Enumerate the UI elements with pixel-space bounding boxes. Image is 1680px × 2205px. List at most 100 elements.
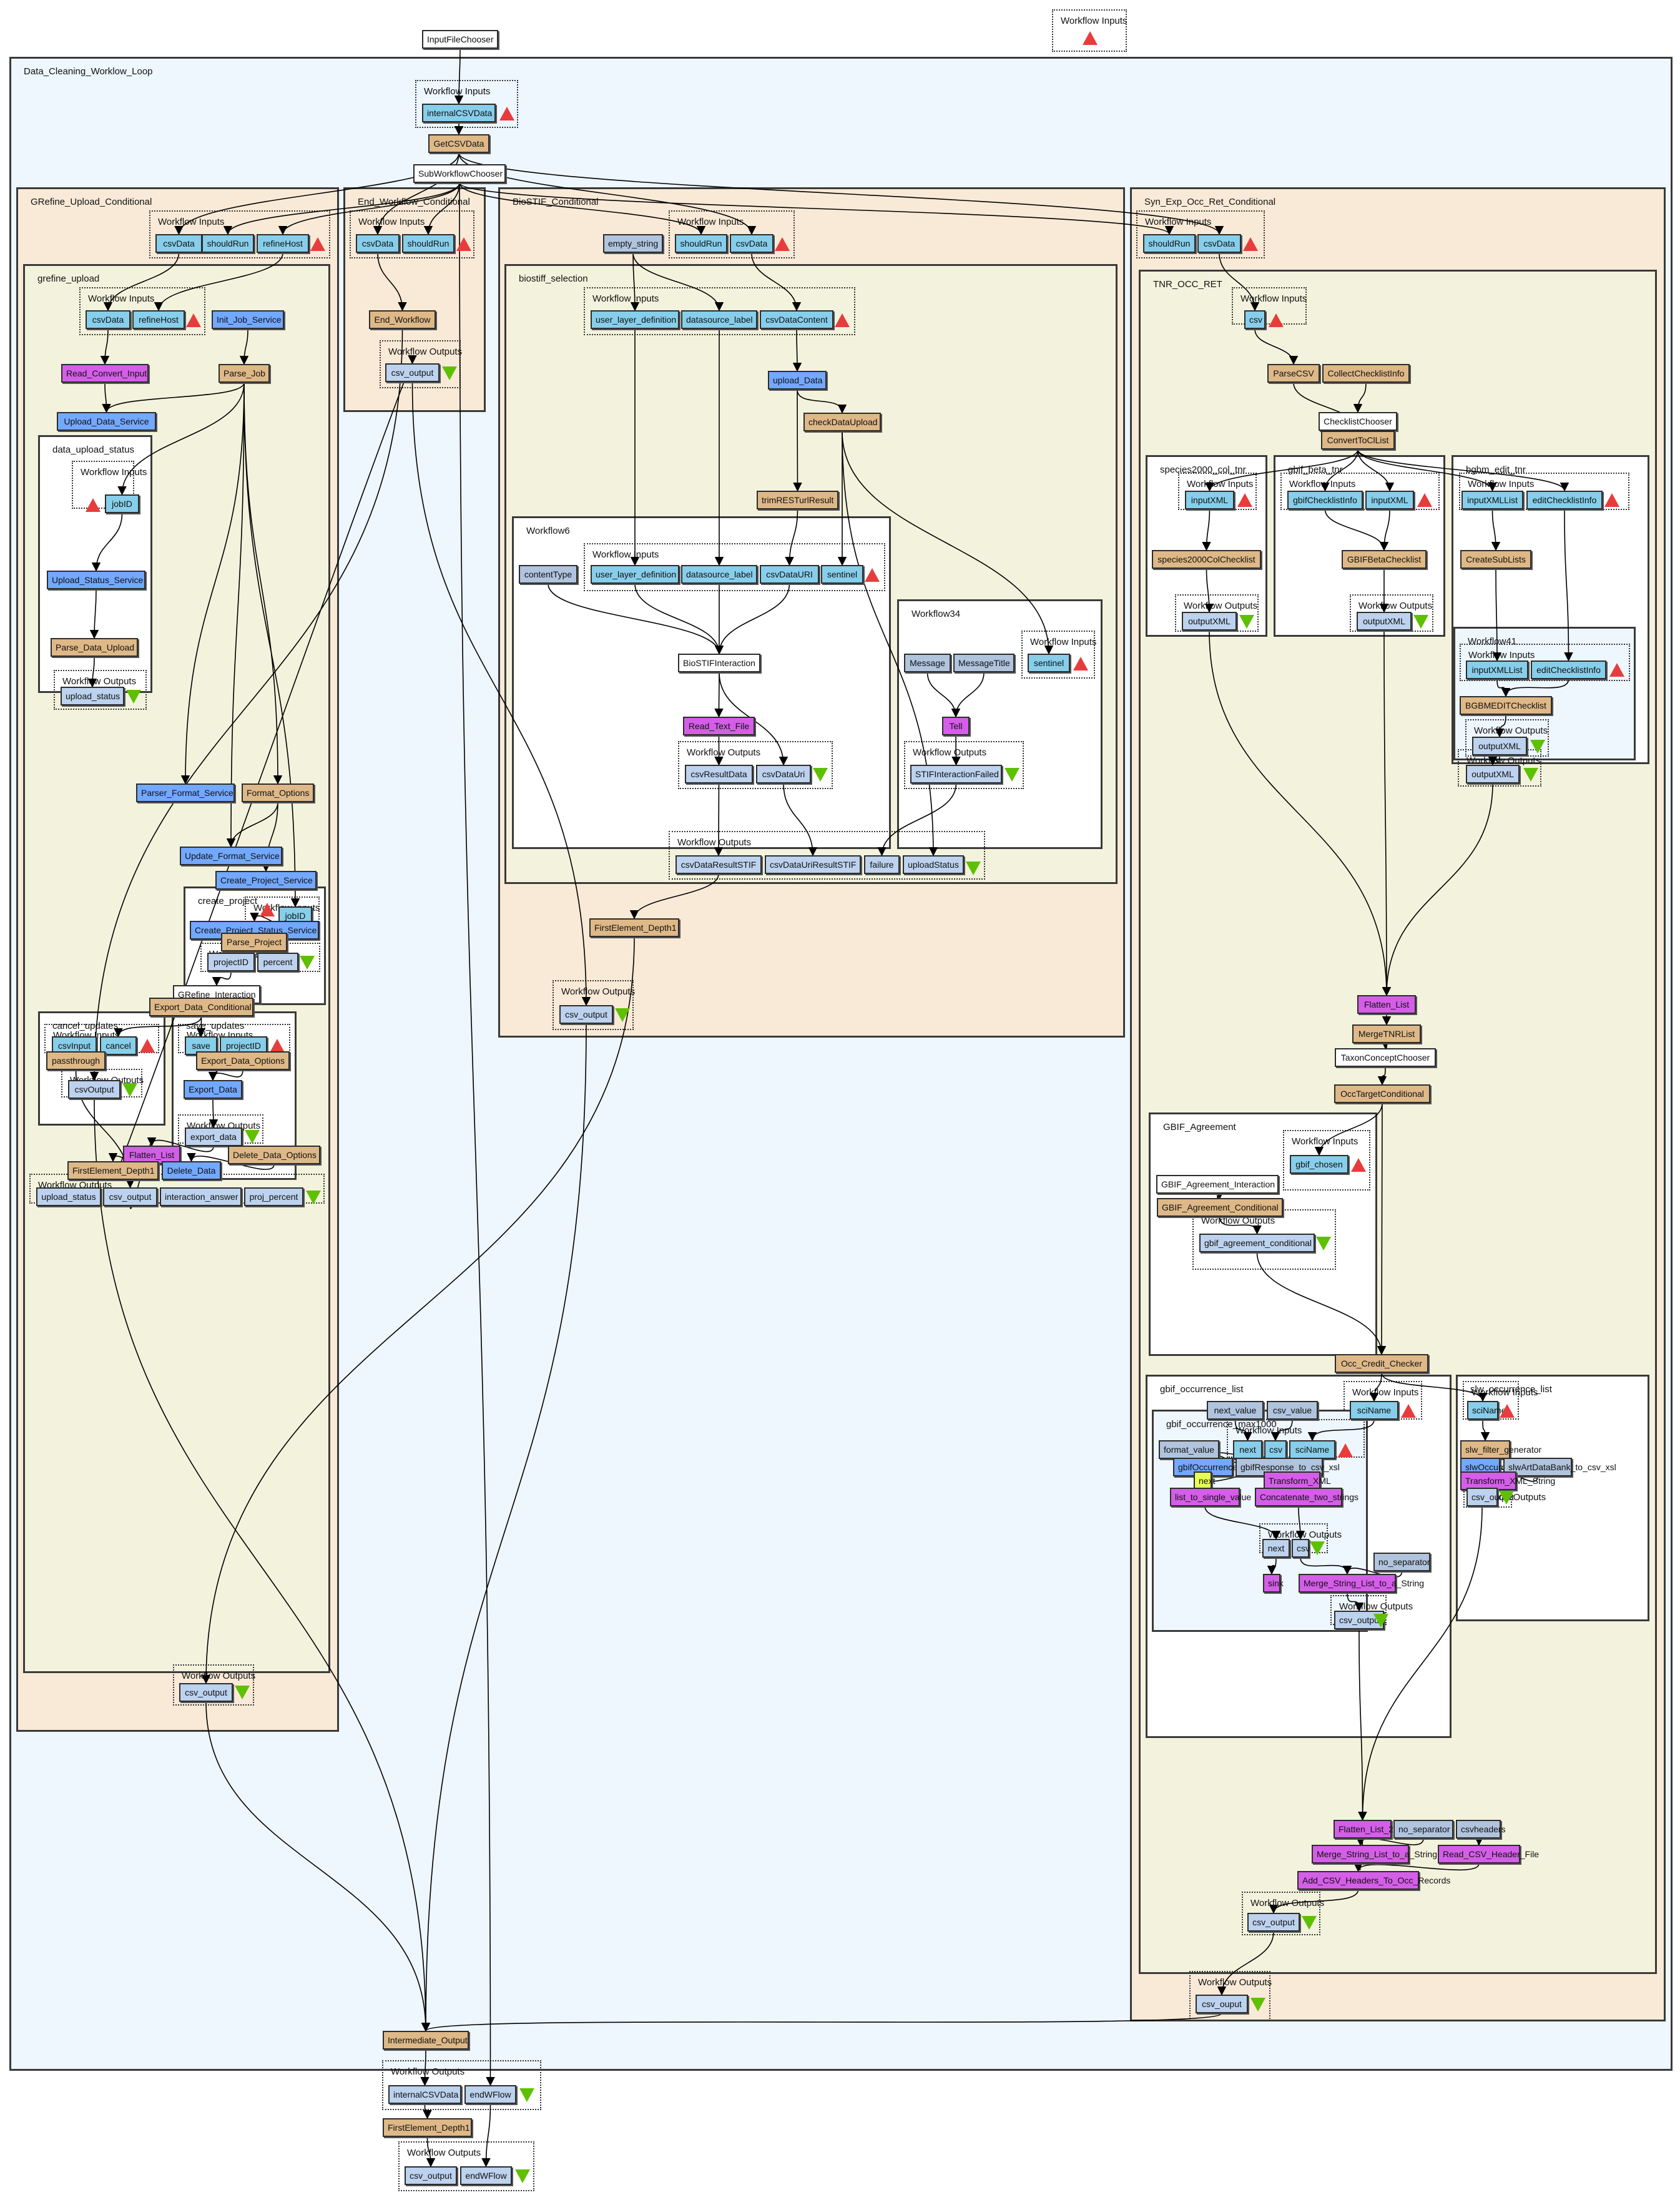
output-csv-ouput[interactable]: csv_ouput <box>1196 1995 1248 2013</box>
input-refine-host[interactable]: refineHost <box>257 234 309 253</box>
output-end-w-flow[interactable]: endWFlow <box>464 2085 516 2104</box>
checklist-chooser[interactable]: ChecklistChooser <box>1319 412 1397 431</box>
read-convert-input[interactable]: Read_Convert_Input <box>61 364 149 383</box>
output-csv-output[interactable]: csv_output <box>385 363 440 382</box>
parser-format-service[interactable]: Parser_Format_Service <box>136 783 235 802</box>
input-csv[interactable]: csv <box>1264 1440 1287 1459</box>
first-element-depth1[interactable]: FirstElement_Depth1 <box>67 1161 159 1180</box>
output-csv-output[interactable]: csv_output <box>559 1005 613 1024</box>
input-csv-data[interactable]: csvData <box>356 234 400 253</box>
input-internal-csv-data[interactable]: internalCSVData <box>422 104 496 122</box>
input-datasource-label[interactable]: datasource_label <box>681 565 757 584</box>
input-job-id[interactable]: jobID <box>105 494 139 513</box>
init-job-service[interactable]: Init_Job_Service <box>212 310 284 329</box>
output-csv-output[interactable]: csv_output <box>1247 1913 1300 1932</box>
output-end-w-flow[interactable]: endWFlow <box>460 2166 512 2185</box>
output-internal-csv-data[interactable]: internalCSVData <box>388 2085 461 2104</box>
output-csv-output[interactable]: csv_output <box>1466 1488 1514 1506</box>
sink[interactable]: sink <box>1263 1574 1284 1593</box>
collect-checklist-info[interactable]: CollectChecklistInfo <box>1322 364 1410 383</box>
message-title[interactable]: MessageTitle <box>953 654 1014 672</box>
create-project-service[interactable]: Create_Project_Service <box>215 871 317 890</box>
output-export-data[interactable]: export_data <box>185 1127 242 1146</box>
input-csv-data[interactable]: csvData <box>86 310 130 329</box>
input-should-run[interactable]: shouldRun <box>675 234 727 253</box>
parse-job[interactable]: Parse_Job <box>219 364 270 383</box>
concatenate-two-strings[interactable]: Concatenate_two_strings <box>1255 1488 1358 1506</box>
export-data-options[interactable]: Export_Data_Options <box>196 1051 290 1070</box>
message[interactable]: Message <box>904 654 951 672</box>
no-separator[interactable]: no_separator <box>1373 1553 1430 1571</box>
input-should-run[interactable]: shouldRun <box>1143 234 1196 253</box>
input-refine-host[interactable]: refineHost <box>132 310 185 329</box>
input-edit-checklist-info[interactable]: editChecklistInfo <box>1531 661 1606 679</box>
first-element-depth1[interactable]: FirstElement_Depth1 <box>383 2118 472 2137</box>
upload-data[interactable]: upload_Data <box>768 371 827 390</box>
read-text-file[interactable]: Read_Text_File <box>683 717 755 735</box>
input-sentinel[interactable]: sentinel <box>821 565 863 584</box>
output-gbif-agreement-conditional[interactable]: gbif_agreement_conditional <box>1199 1234 1315 1252</box>
no-separator[interactable]: no_separator <box>1393 1820 1453 1839</box>
input-sci-name[interactable]: sciName <box>1467 1401 1506 1420</box>
input-csv-data-uri[interactable]: csvDataURI <box>760 565 819 584</box>
input-next[interactable]: next <box>1233 1440 1262 1459</box>
input-csv-data[interactable]: csvData <box>730 234 774 253</box>
gbif-agreement-conditional[interactable]: GBIF_Agreement_Conditional <box>1157 1198 1283 1217</box>
end-workflow[interactable]: End_Workflow <box>369 310 436 329</box>
intermediate-output[interactable]: Intermediate_Output <box>383 2031 469 2050</box>
empty-string[interactable]: empty_string <box>603 234 663 253</box>
check-data-upload[interactable]: checkDataUpload <box>803 413 881 431</box>
sub-workflow-chooser[interactable]: SubWorkflowChooser <box>413 164 506 183</box>
occ-credit-checker[interactable]: Occ_Credit_Checker <box>1335 1354 1428 1373</box>
read-csv-header-file[interactable]: Read_CSV_Header_File <box>1438 1845 1539 1864</box>
flatten-list-2[interactable]: Flatten_List_2 <box>1334 1820 1393 1839</box>
input-sentinel[interactable]: sentinel <box>1028 654 1070 672</box>
output-csv-output[interactable]: csvOutput <box>68 1080 120 1099</box>
first-element-depth1[interactable]: FirstElement_Depth1 <box>589 918 679 937</box>
occ-target-conditional[interactable]: OccTargetConditional <box>1334 1084 1430 1103</box>
content-type[interactable]: contentType <box>519 565 577 584</box>
passthrough[interactable]: passthrough <box>46 1051 106 1070</box>
update-format-service[interactable]: Update_Format_Service <box>180 847 282 865</box>
convert-to-cl-list[interactable]: ConvertToClList <box>1321 431 1395 449</box>
input-gbif-checklist-info[interactable]: gbifChecklistInfo <box>1287 491 1363 509</box>
bgbm-edit-checklist[interactable]: BGBMEDITChecklist <box>1460 696 1552 715</box>
input-csv-data[interactable]: csvData <box>1197 234 1241 253</box>
input-input-xml[interactable]: inputXML <box>1365 491 1414 509</box>
delete-data-options[interactable]: Delete_Data_Options <box>228 1146 320 1164</box>
input-should-run[interactable]: shouldRun <box>202 234 254 253</box>
slw-filter-generator[interactable]: slw_filter_generator <box>1460 1440 1541 1459</box>
input-datasource-label[interactable]: datasource_label <box>681 310 757 329</box>
output-csv-output[interactable]: csv_output <box>103 1187 157 1206</box>
format-value[interactable]: format_value <box>1159 1440 1219 1459</box>
add-csv-headers-to-occ-records[interactable]: Add_CSV_Headers_To_Occ_Records <box>1297 1871 1450 1890</box>
gbif-beta-checklist[interactable]: GBIFBetaChecklist <box>1342 550 1427 569</box>
input-input-xml-list[interactable]: inputXMLList <box>1461 491 1523 509</box>
parse-data-upload[interactable]: Parse_Data_Upload <box>51 638 138 657</box>
output-output-xml[interactable]: outputXML <box>1466 765 1520 783</box>
output-csv-output[interactable]: csv_output <box>179 1683 233 1702</box>
input-edit-checklist-info[interactable]: editChecklistInfo <box>1526 491 1603 509</box>
taxon-concept-chooser[interactable]: TaxonConceptChooser <box>1335 1048 1436 1067</box>
output-output-xml[interactable]: outputXML <box>1182 612 1237 631</box>
gbif-agreement-interaction[interactable]: GBIF_Agreement_Interaction <box>1156 1175 1279 1194</box>
format-options[interactable]: Format_Options <box>242 783 314 802</box>
output-interaction-answer[interactable]: interaction_answer <box>160 1187 242 1206</box>
list-to-single-value[interactable]: list_to_single_value <box>1170 1488 1251 1506</box>
parse-csv[interactable]: ParseCSV <box>1267 364 1320 383</box>
upload-status-service[interactable]: Upload_Status_Service <box>47 571 145 589</box>
output-csv-data-result-stif[interactable]: csvDataResultSTIF <box>675 855 762 874</box>
delete-data[interactable]: Delete_Data <box>162 1161 221 1180</box>
output-failure[interactable]: failure <box>864 855 900 874</box>
output-csv-result-data[interactable]: csvResultData <box>685 765 753 783</box>
export-data[interactable]: Export_Data <box>184 1080 242 1099</box>
merge-string-list-to-a-string[interactable]: Merge_String_List_to_a_String <box>1312 1845 1437 1864</box>
output-percent[interactable]: percent <box>257 953 298 971</box>
input-csv[interactable]: csv <box>1244 310 1265 329</box>
output-output-xml[interactable]: outputXML <box>1357 612 1412 631</box>
output-csv-data-uri[interactable]: csvDataUri <box>756 765 811 783</box>
get-csv-data[interactable]: GetCSVData <box>428 134 489 153</box>
output-csv-data-uri-result-stif[interactable]: csvDataUriResultSTIF <box>765 855 861 874</box>
input-csv-data[interactable]: csvData <box>155 234 202 253</box>
output-csv[interactable]: csv <box>1292 1539 1310 1558</box>
